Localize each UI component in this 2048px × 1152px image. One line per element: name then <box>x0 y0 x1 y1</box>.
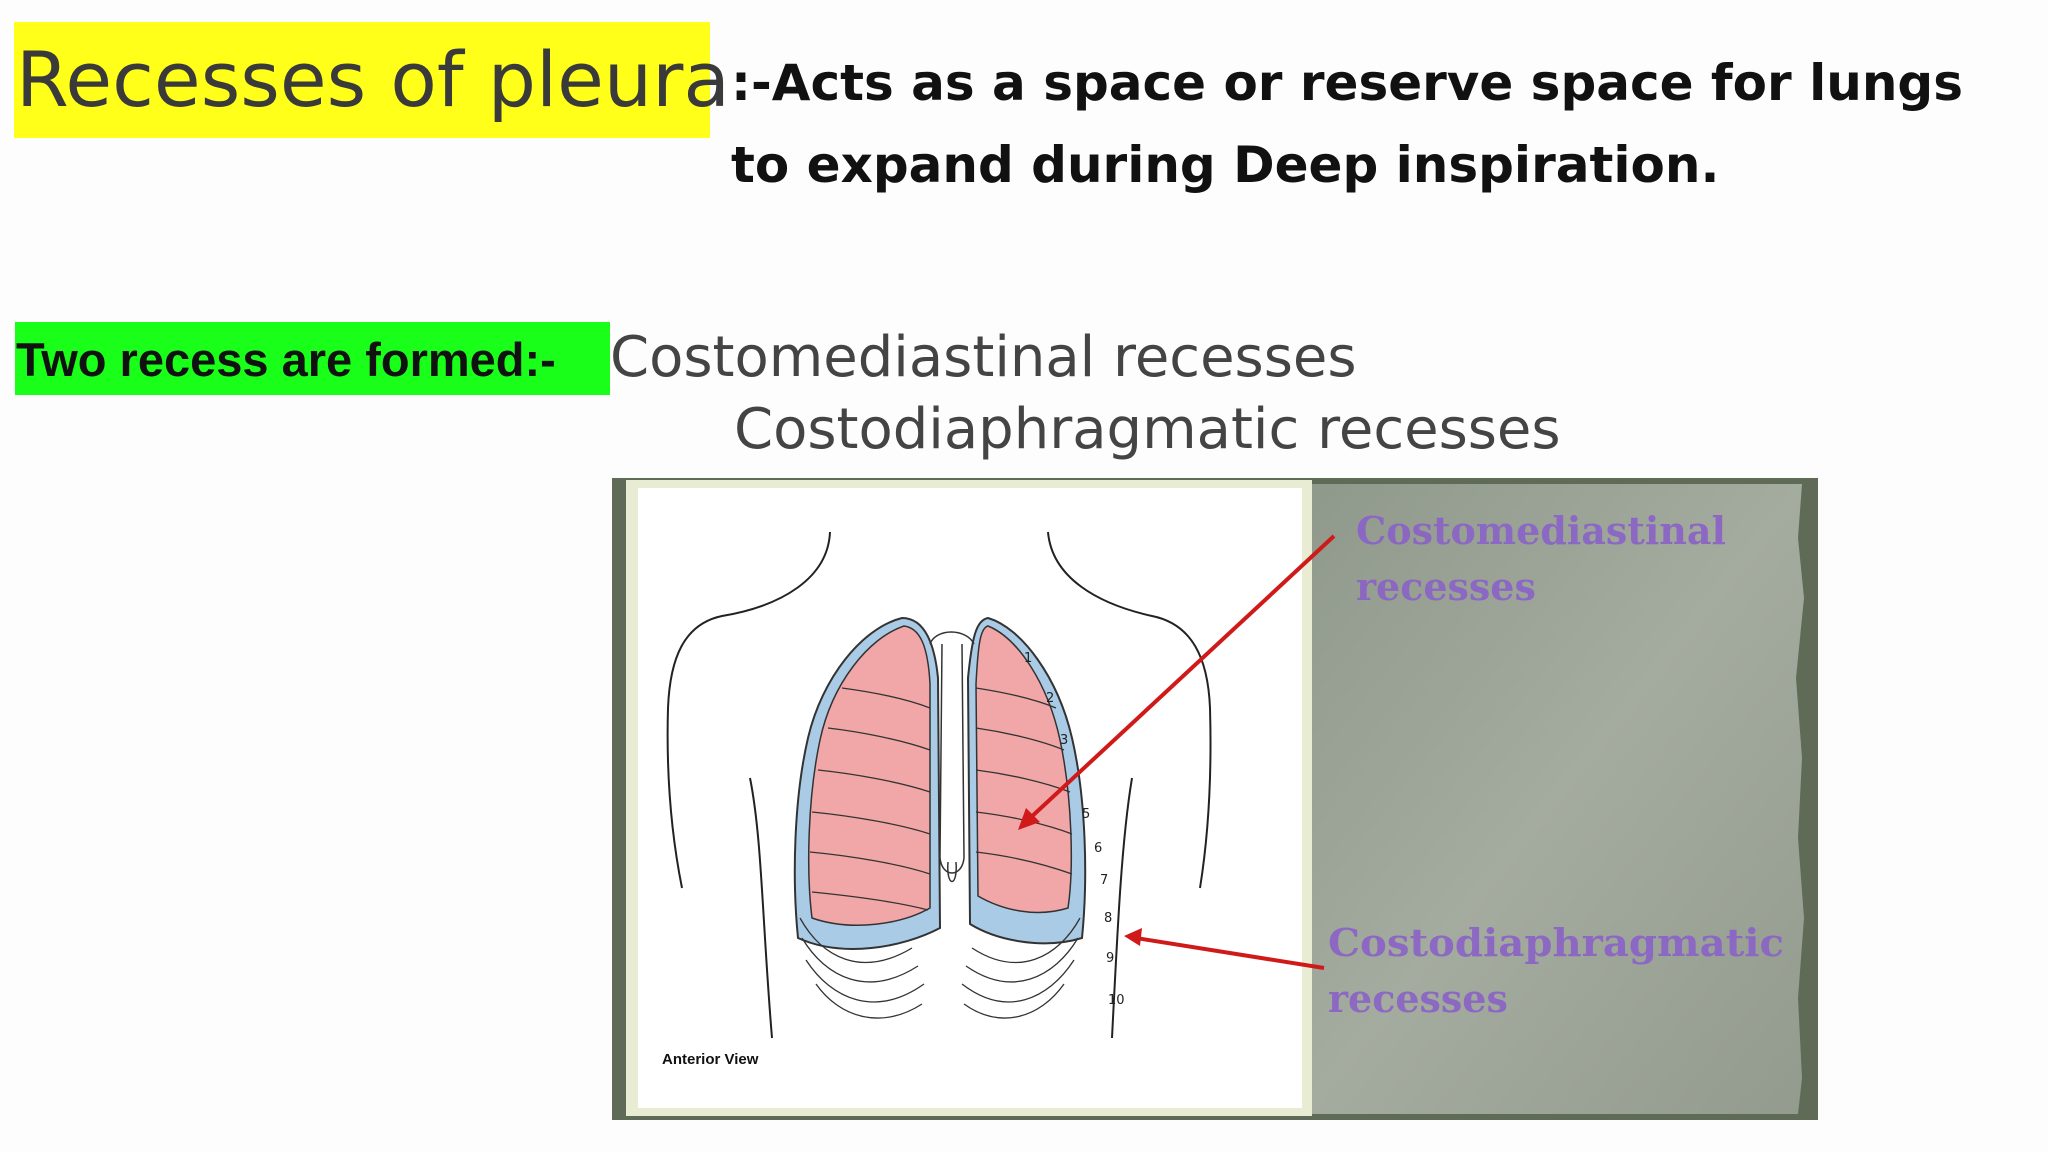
slide-title: Recesses of pleura <box>16 35 730 124</box>
title-description: :-Acts as a space or reserve space for l… <box>731 42 2021 206</box>
callout-costomediastinal-line1: Costomediastinal <box>1356 508 1726 553</box>
description-line-2: to expand during Deep inspiration. <box>731 136 1720 194</box>
callout-costodiaphragmatic-line1: Costodiaphragmatic <box>1328 920 1784 965</box>
callouts: Costomediastinal recesses Costodiaphragm… <box>1328 508 1784 1021</box>
torso-outline <box>666 531 1212 1039</box>
right-lung <box>793 616 942 950</box>
lower-ribs <box>799 917 1081 1019</box>
callout-costodiaphragmatic-line2: recesses <box>1328 976 1508 1021</box>
rib-number: 7 <box>1100 873 1108 888</box>
recess-item-costomediastinal: Costomediastinal recesses <box>610 325 1357 390</box>
rib-number: 1 <box>1024 651 1032 666</box>
description-line-1: :-Acts as a space or reserve space for l… <box>731 54 1963 112</box>
rib-number: 3 <box>1060 733 1068 748</box>
rib-number: 2 <box>1046 691 1054 706</box>
arrows <box>1018 534 1336 970</box>
rib-numbers: 1 2 3 5 6 7 8 9 10 <box>1024 651 1125 1008</box>
view-label: Anterior View <box>662 1051 759 1068</box>
subheading: Two recess are formed:- <box>16 333 556 386</box>
callout-costomediastinal-line2: recesses <box>1356 564 1536 609</box>
rib-number: 6 <box>1094 841 1102 856</box>
rib-number: 10 <box>1108 993 1125 1008</box>
left-lung <box>966 616 1087 945</box>
rib-number: 8 <box>1104 911 1112 926</box>
rib-number: 9 <box>1106 951 1114 966</box>
title-highlight <box>14 22 710 138</box>
paper-panel <box>1302 484 1804 1114</box>
pleura-diagram: 1 2 3 5 6 7 8 9 10 Anterior View Costome… <box>612 478 1818 1120</box>
sternum <box>929 631 975 883</box>
arrow-costodiaphragmatic <box>1135 936 1325 970</box>
arrow-costomediastinal <box>1026 534 1336 822</box>
subheading-highlight <box>15 322 610 395</box>
recess-item-costodiaphragmatic: Costodiaphragmatic recesses <box>734 397 1561 462</box>
rib-number: 5 <box>1082 807 1090 822</box>
